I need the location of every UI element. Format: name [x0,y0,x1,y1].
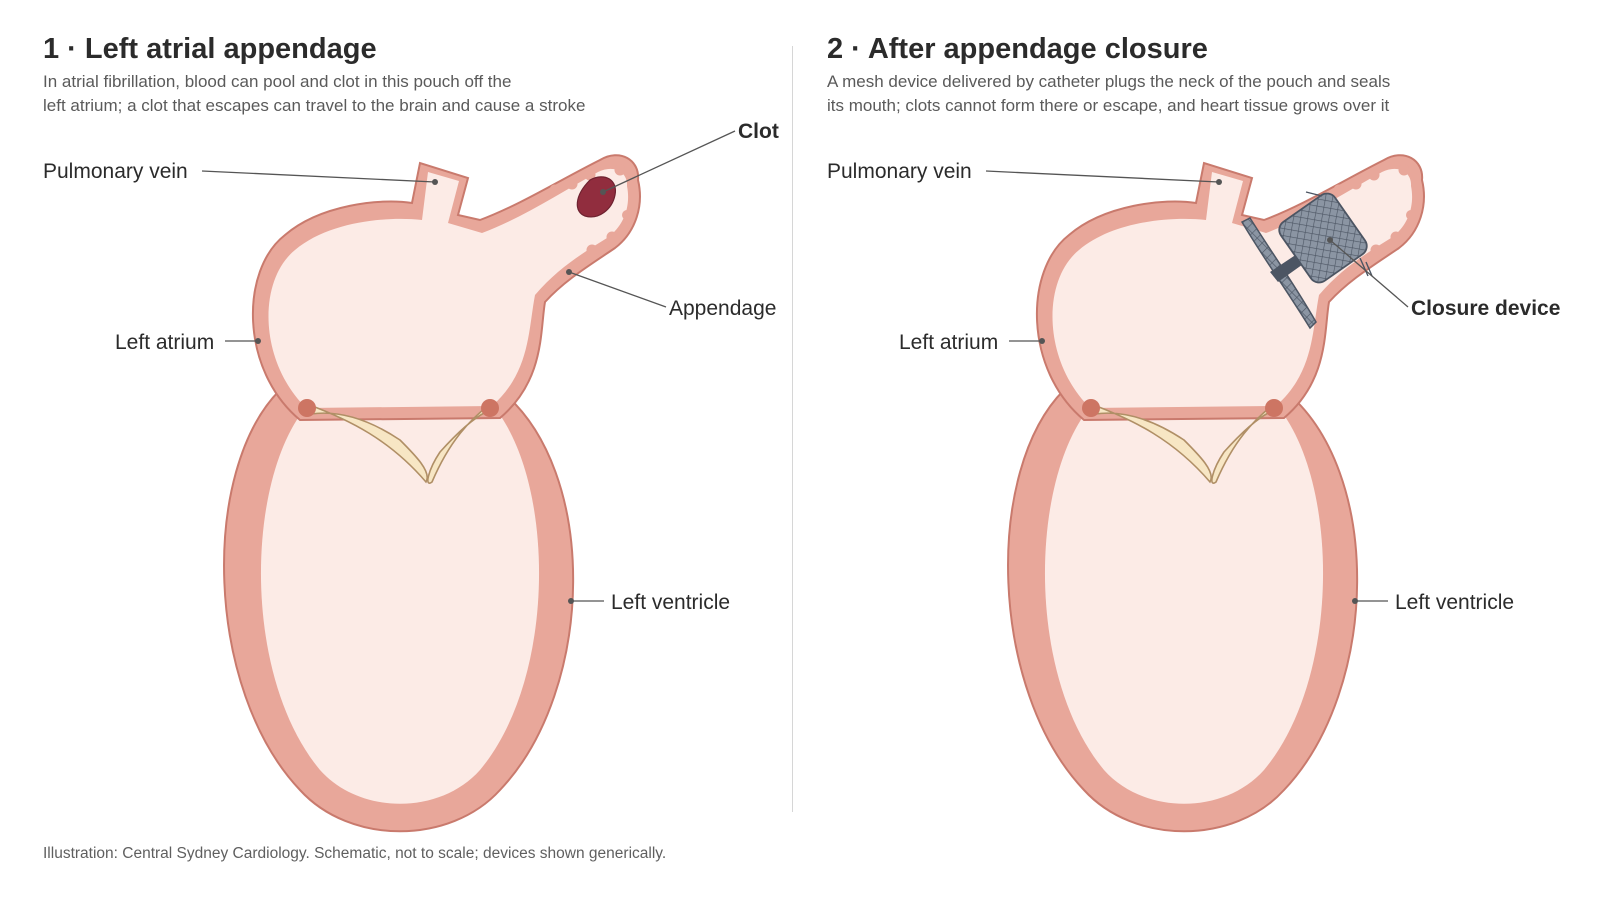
label-left-ventricle: Left ventricle [611,591,730,614]
label-closure-device: Closure device [1411,297,1560,320]
label-appendage: Appendage [669,297,776,320]
panel-2-description-line: its mouth; clots cannot form there or es… [827,95,1390,115]
closure-device-plug [1278,192,1368,284]
panel-divider [792,46,793,812]
label-left-atrium: Left atrium [899,331,998,354]
label-left-atrium: Left atrium [115,331,214,354]
label-clot: Clot [738,120,779,143]
label-left-ventricle: Left ventricle [1395,591,1514,614]
panel-1-heart: Pulmonary vein Left atrium Clot Appendag… [43,120,779,833]
label-pulmonary-vein: Pulmonary vein [43,160,188,183]
panel-2-heart: Pulmonary vein Left atrium Closure devic… [827,154,1560,833]
panel-1-description: In atrial fibrillation, blood can pool a… [43,70,585,117]
footer-credit: Illustration: Central Sydney Cardiology.… [43,845,667,862]
closure-device [1240,191,1373,330]
panel-1-description-line: In atrial fibrillation, blood can pool a… [43,72,512,91]
panel-1-description-line: left atrium; a clot that escapes can tra… [43,95,586,115]
panel-1-title: 1 · Left atrial appendage [43,33,377,65]
panel-2-description: A mesh device delivered by catheter plug… [827,70,1390,117]
panel-2-title: 2 · After appendage closure [827,33,1208,65]
clot [576,176,617,218]
label-pulmonary-vein: Pulmonary vein [827,160,972,183]
panel-2-description-line: A mesh device delivered by catheter plug… [827,72,1391,91]
